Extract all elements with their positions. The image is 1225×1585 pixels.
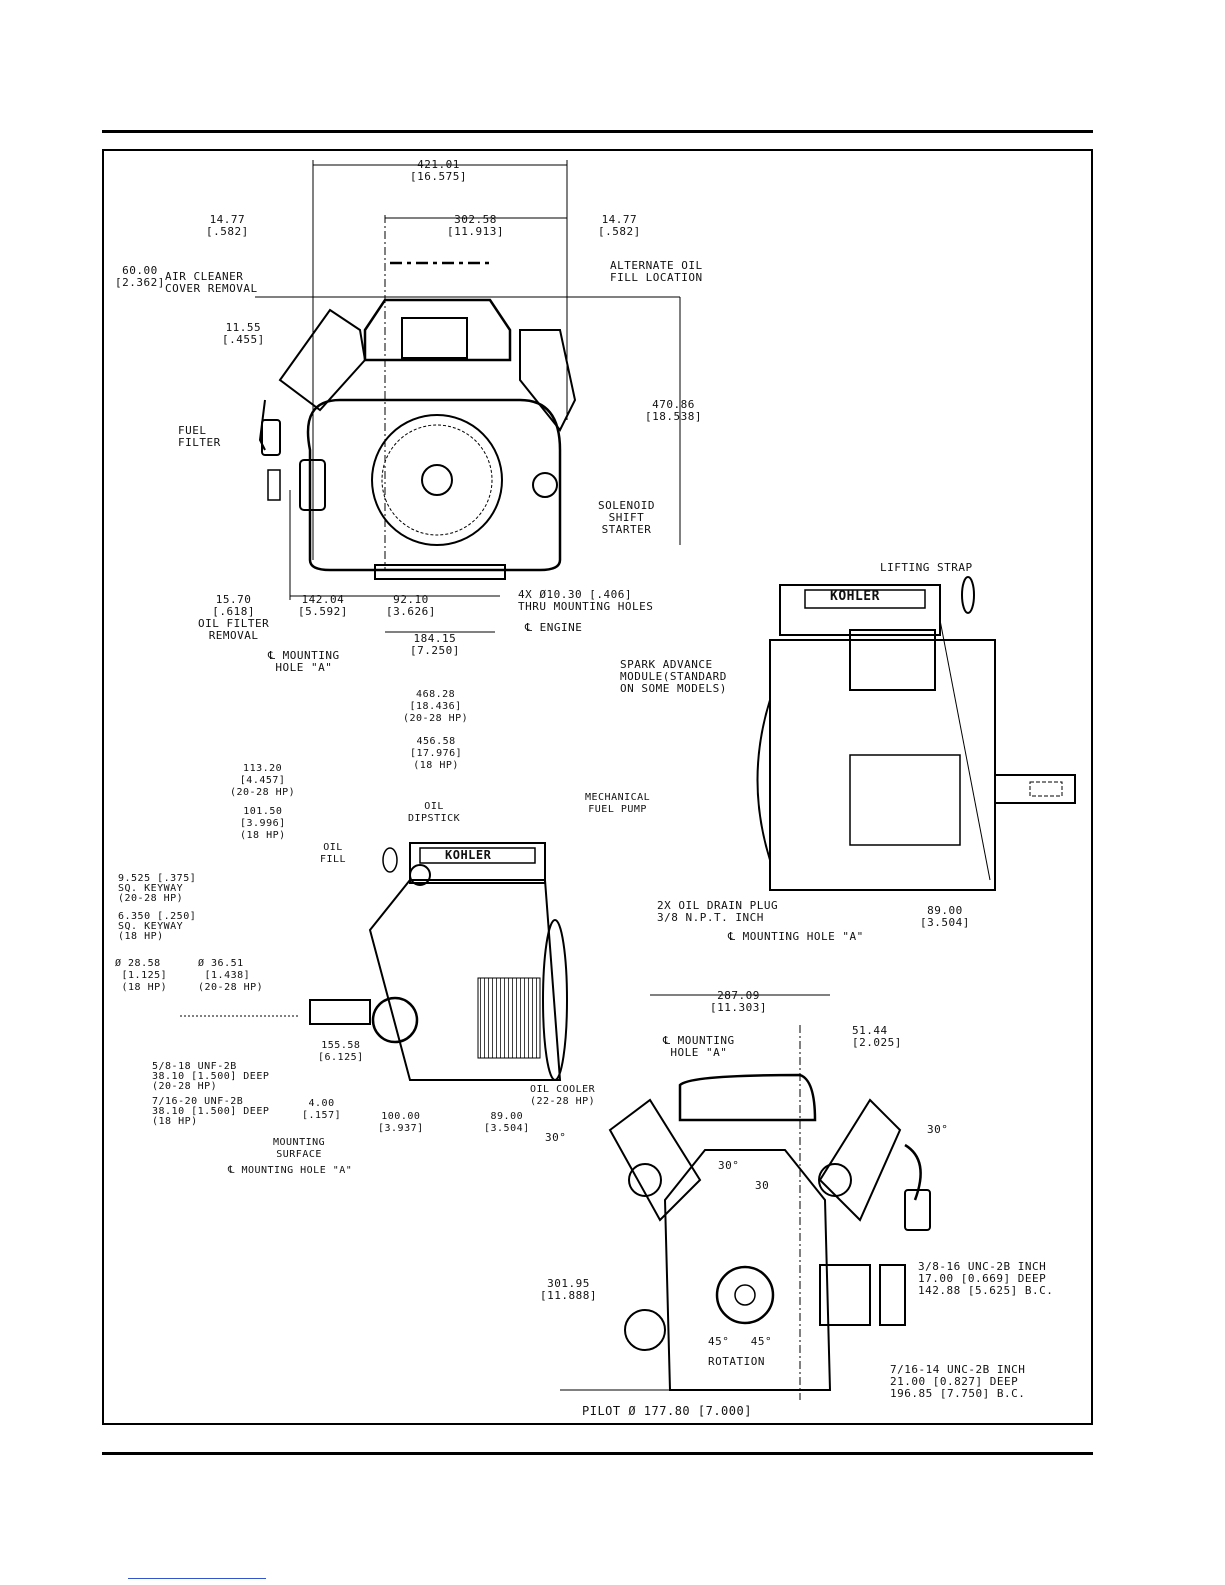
side-view-engine bbox=[756, 576, 1076, 891]
dim-shaft-18: Ø 28.58 [1.125] (18 HP) bbox=[115, 958, 168, 993]
label-lifting-strap: LIFTING STRAP bbox=[880, 561, 973, 574]
label-oil-cooler: OIL COOLER (22-28 HP) bbox=[530, 1084, 596, 1107]
label-rotation: ROTATION bbox=[708, 1355, 765, 1368]
dim-shaft-20: Ø 36.51 [1.438] (20-28 HP) bbox=[198, 958, 264, 993]
dim-height: 470.86 [18.538] bbox=[645, 398, 702, 423]
dim-142: 142.04 [5.592] bbox=[298, 593, 348, 618]
dim-184: 184.15 [7.250] bbox=[410, 632, 460, 657]
footer-rule bbox=[102, 1452, 1093, 1455]
kohler-logo-side: KOHLER bbox=[830, 589, 880, 604]
label-cl-mount-a3: ℄ MOUNTING HOLE "A" bbox=[728, 930, 864, 943]
dim-11-55: 11.55 [.455] bbox=[222, 321, 265, 346]
label-oil-drain: 2X OIL DRAIN PLUG 3/8 N.P.T. INCH bbox=[657, 899, 779, 924]
rear-view-engine bbox=[560, 994, 931, 1400]
dim-92: 92.10 [3.626] bbox=[386, 593, 436, 618]
footer-link-underline bbox=[128, 1578, 266, 1579]
dim-89-a: 89.00 [3.504] bbox=[484, 1111, 530, 1134]
label-solenoid: SOLENOID SHIFT STARTER bbox=[598, 499, 655, 536]
label-thread-716: 7/16-14 UNC-2B INCH 21.00 [0.827] DEEP 1… bbox=[890, 1363, 1026, 1400]
dim-100: 100.00 [3.937] bbox=[378, 1111, 424, 1134]
angle-30-right: 30° bbox=[927, 1123, 949, 1136]
label-thread-38: 3/8-16 UNC-2B INCH 17.00 [0.669] DEEP 14… bbox=[918, 1260, 1054, 1297]
angle-30-center-right: 30 bbox=[755, 1179, 770, 1192]
kohler-logo-left: KOHLER bbox=[445, 848, 492, 862]
label-thread-20: 5/8-18 UNF-2B 38.10 [1.500] DEEP (20-28 … bbox=[152, 1061, 270, 1092]
label-keyway-20: 9.525 [.375] SQ. KEYWAY (20-28 HP) bbox=[118, 873, 197, 904]
label-fuel-pump: MECHANICAL FUEL PUMP bbox=[585, 792, 651, 815]
dim-right-offset: 14.77 [.582] bbox=[598, 213, 641, 238]
dim-89-b: 89.00 [3.504] bbox=[920, 904, 970, 929]
label-spark-module: SPARK ADVANCE MODULE(STANDARD ON SOME MO… bbox=[620, 658, 727, 695]
label-fuel-filter: FUEL FILTER bbox=[178, 424, 221, 449]
dim-center-width: 302.58 [11.913] bbox=[447, 213, 504, 238]
left-side-view-engine bbox=[180, 842, 568, 1081]
dim-113: 113.20 [4.457] (20-28 HP) bbox=[230, 763, 296, 798]
label-cl-mount-a1: ℄ MOUNTING HOLE "A" bbox=[268, 649, 340, 674]
header-rule bbox=[102, 130, 1093, 133]
label-oil-fill: OIL FILL bbox=[320, 842, 347, 865]
label-thread-18: 7/16-20 UNF-2B 38.10 [1.500] DEEP (18 HP… bbox=[152, 1096, 270, 1127]
dim-456: 456.58 [17.976] (18 HP) bbox=[410, 736, 463, 771]
dim-air-cleaner: 60.00 [2.362] bbox=[115, 264, 165, 289]
label-pilot: PILOT Ø 177.80 [7.000] bbox=[582, 1404, 752, 1418]
dim-51: 51.44 [2.025] bbox=[852, 1024, 902, 1049]
label-oil-filter: 15.70 [.618] OIL FILTER REMOVAL bbox=[198, 593, 270, 642]
label-keyway-18: 6.350 [.250] SQ. KEYWAY (18 HP) bbox=[118, 911, 197, 942]
dim-155: 155.58 [6.125] bbox=[318, 1040, 364, 1063]
drawing-frame bbox=[102, 149, 1093, 1425]
label-cl-engine: ℄ ENGINE bbox=[525, 621, 583, 634]
label-cl-mount-a4: ℄ MOUNTING HOLE "A" bbox=[663, 1034, 735, 1059]
label-mount-surface: MOUNTING SURFACE bbox=[273, 1137, 326, 1160]
label-oil-dipstick: OIL DIPSTICK bbox=[408, 801, 461, 824]
dim-287: 287.09 [11.303] bbox=[710, 989, 767, 1014]
dim-top-width: 421.01 [16.575] bbox=[410, 158, 467, 183]
front-view-engine bbox=[255, 160, 681, 633]
angle-45: 45° 45° bbox=[708, 1335, 773, 1348]
dim-301: 301.95 [11.888] bbox=[540, 1277, 597, 1302]
label-mount-holes: 4X Ø10.30 [.406] THRU MOUNTING HOLES bbox=[518, 588, 654, 613]
dim-left-offset: 14.77 [.582] bbox=[206, 213, 249, 238]
dim-468: 468.28 [18.436] (20-28 HP) bbox=[403, 689, 469, 724]
label-cl-mount-a2: ℄ MOUNTING HOLE "A" bbox=[228, 1165, 353, 1176]
label-air-cleaner: AIR CLEANER COVER REMOVAL bbox=[165, 270, 258, 295]
dim-4: 4.00 [.157] bbox=[302, 1098, 342, 1121]
label-alt-oil-fill: ALTERNATE OIL FILL LOCATION bbox=[610, 259, 703, 284]
dim-101: 101.50 [3.996] (18 HP) bbox=[240, 806, 286, 841]
angle-30-left: 30° bbox=[545, 1131, 567, 1144]
angle-30-center-left: 30° bbox=[718, 1159, 740, 1172]
